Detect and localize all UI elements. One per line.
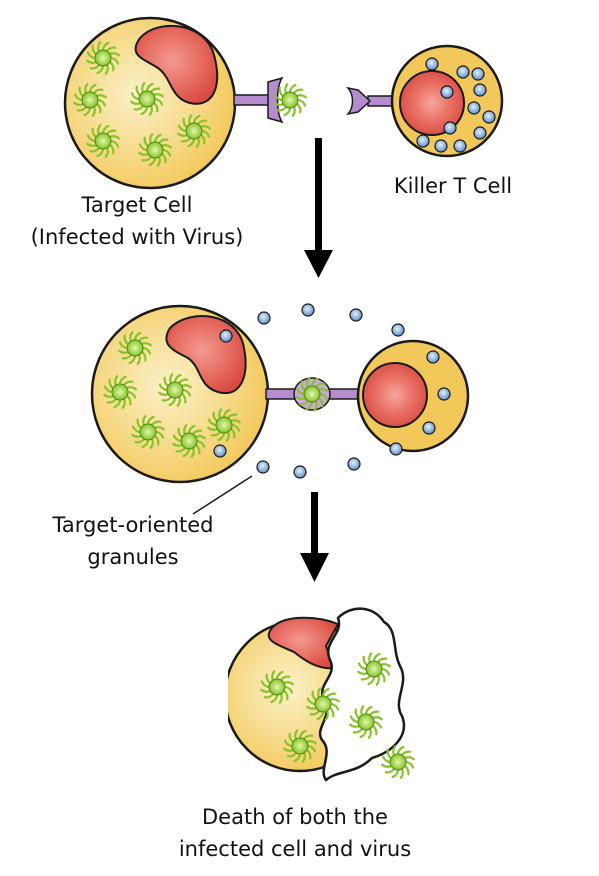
killer-t-cell-stage2 bbox=[356, 339, 470, 453]
target-cell-label: Target Cell bbox=[81, 193, 193, 217]
virus-icon bbox=[131, 415, 165, 449]
ruptured-membrane bbox=[318, 607, 405, 782]
granule-icon bbox=[425, 57, 439, 71]
granules-sublabel: granules bbox=[87, 545, 178, 569]
killer-t-cell-label: Killer T Cell bbox=[394, 174, 512, 198]
virus-icon bbox=[260, 670, 294, 704]
granule-icon bbox=[426, 350, 440, 364]
granule-icon bbox=[389, 442, 403, 456]
granule-icon bbox=[219, 329, 233, 343]
virus-icon bbox=[357, 652, 391, 686]
virus-icon bbox=[177, 114, 211, 148]
granule-icon bbox=[456, 65, 470, 79]
receptor-target-stage1 bbox=[233, 76, 284, 124]
granule-layer bbox=[213, 57, 496, 479]
arrow-down-icon bbox=[304, 138, 333, 278]
granules-label: Target-oriented bbox=[52, 513, 214, 537]
granule-icon bbox=[437, 387, 451, 401]
granule-pointer-line bbox=[192, 475, 253, 515]
granule-icon bbox=[301, 303, 315, 317]
granule-icon bbox=[434, 139, 448, 153]
receptor-icon bbox=[267, 76, 284, 124]
virus-icon bbox=[103, 375, 137, 409]
death-sublabel: infected cell and virus bbox=[179, 837, 411, 861]
nucleus-stage1 bbox=[134, 24, 219, 105]
virus-icon bbox=[273, 83, 307, 117]
granule-icon bbox=[440, 85, 454, 99]
virus-icon bbox=[158, 373, 192, 407]
virus-icon bbox=[172, 424, 206, 458]
granule-icon bbox=[416, 134, 430, 148]
arrow-down-icon bbox=[300, 492, 329, 582]
granule-icon bbox=[473, 126, 487, 140]
target-cell-sublabel: (Infected with Virus) bbox=[31, 225, 244, 249]
virus-icon bbox=[207, 408, 241, 442]
virus-icon bbox=[138, 133, 172, 167]
granule-icon bbox=[471, 67, 485, 81]
virus-icon bbox=[86, 124, 120, 158]
granule-icon bbox=[257, 311, 271, 325]
killer-nucleus-stage2 bbox=[362, 362, 428, 428]
granule-icon bbox=[349, 308, 363, 322]
nucleus-stage3 bbox=[267, 616, 340, 670]
virus-icon bbox=[306, 687, 340, 721]
virus-icon bbox=[381, 745, 415, 779]
granule-icon bbox=[213, 444, 227, 458]
granule-icon bbox=[467, 101, 481, 115]
granule-icon bbox=[293, 465, 307, 479]
virus-icon bbox=[295, 377, 329, 411]
granule-icon bbox=[347, 457, 361, 471]
virus-icon bbox=[86, 41, 120, 75]
virus-icon bbox=[349, 705, 383, 739]
granule-icon bbox=[256, 460, 270, 474]
virus-icon bbox=[73, 83, 107, 117]
dying-cell-stage3 bbox=[228, 607, 405, 782]
virus-icon bbox=[118, 331, 152, 365]
granule-icon bbox=[453, 139, 467, 153]
death-label: Death of both the bbox=[202, 805, 388, 829]
receptor-icon bbox=[346, 86, 372, 116]
granule-icon bbox=[422, 421, 436, 435]
granule-icon bbox=[482, 110, 496, 124]
virus-icon bbox=[130, 82, 164, 116]
granule-icon bbox=[473, 83, 487, 97]
virus-icon bbox=[283, 729, 317, 763]
virus-layer bbox=[73, 41, 415, 779]
granule-icon bbox=[391, 323, 405, 337]
granule-icon bbox=[443, 121, 457, 135]
